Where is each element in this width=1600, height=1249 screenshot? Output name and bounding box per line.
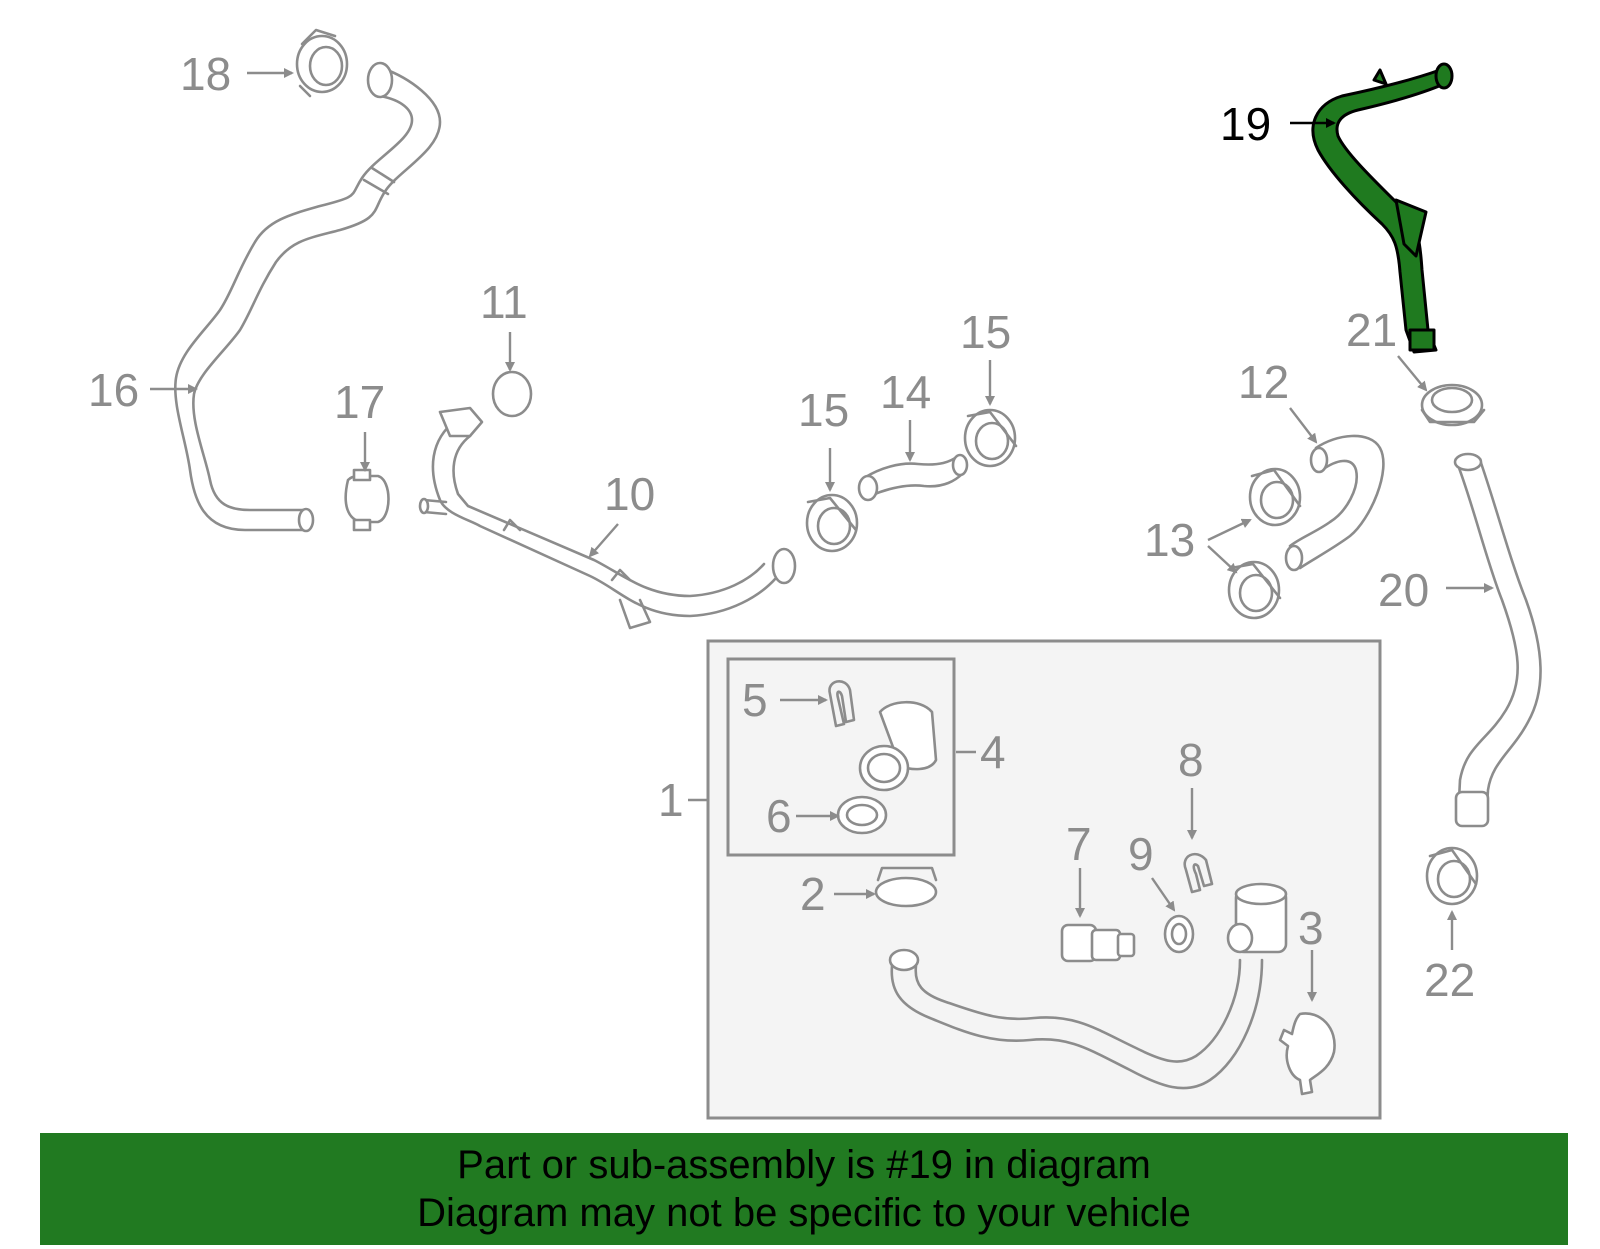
clip-8 (1183, 852, 1214, 894)
label-16: 16 (88, 364, 139, 416)
label-5: 5 (742, 674, 768, 726)
clamp-22 (1425, 846, 1479, 906)
info-banner: Part or sub-assembly is #19 in diagram D… (40, 1133, 1568, 1245)
cap-2 (874, 866, 938, 908)
elbow-4 (858, 700, 938, 792)
clamp-21 (1420, 383, 1486, 427)
sensor-7 (1060, 923, 1136, 963)
label-4: 4 (980, 726, 1006, 778)
label-3: 3 (1298, 902, 1324, 954)
clamp-15a (805, 493, 859, 553)
hose-20 (1453, 452, 1542, 828)
clip-5 (828, 680, 856, 728)
label-14: 14 (880, 366, 931, 418)
label-2: 2 (800, 868, 826, 920)
label-15a: 15 (798, 384, 849, 436)
leader-12 (1289, 407, 1318, 444)
label-21: 21 (1346, 304, 1397, 356)
hose-1 (888, 882, 1288, 1090)
label-10: 10 (604, 468, 655, 520)
clamp-15b (963, 408, 1018, 468)
clamp-13a (1248, 467, 1302, 527)
leader-10 (588, 523, 619, 558)
hose-14 (857, 453, 969, 502)
label-1: 1 (658, 774, 684, 826)
label-7: 7 (1066, 818, 1092, 870)
label-6: 6 (766, 790, 792, 842)
leader-13a (1207, 518, 1252, 542)
pipe-19-highlighted (1311, 62, 1454, 354)
label-11: 11 (480, 276, 528, 328)
hose-12 (1284, 434, 1385, 572)
label-8: 8 (1178, 734, 1204, 786)
banner-line-1: Part or sub-assembly is #19 in diagram (457, 1143, 1151, 1187)
clamp-18 (295, 28, 349, 98)
label-17: 17 (334, 376, 385, 428)
label-18: 18 (180, 48, 231, 100)
banner-line-2: Diagram may not be specific to your vehi… (417, 1191, 1191, 1235)
leader-21 (1397, 355, 1428, 392)
o-ring-9 (1163, 914, 1195, 954)
pipe-10 (418, 406, 797, 630)
leader-13b (1207, 545, 1238, 574)
label-19: 19 (1220, 98, 1271, 150)
label-12: 12 (1238, 356, 1289, 408)
label-22: 22 (1424, 954, 1475, 1006)
hose-16 (174, 61, 442, 533)
bracket-3 (1278, 1012, 1336, 1096)
label-13: 13 (1144, 514, 1195, 566)
o-ring-11 (491, 370, 533, 418)
label-15b: 15 (960, 306, 1011, 358)
label-20: 20 (1378, 564, 1429, 616)
o-ring-6 (836, 795, 888, 835)
leader-9 (1151, 877, 1176, 912)
clamp-13b (1227, 560, 1282, 620)
label-9: 9 (1128, 828, 1154, 880)
clamp-17 (344, 468, 390, 532)
